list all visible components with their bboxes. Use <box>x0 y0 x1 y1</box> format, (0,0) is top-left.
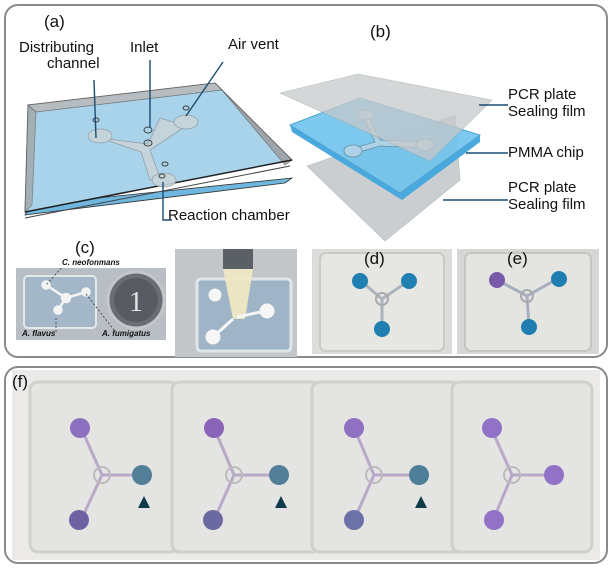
label-top-film-2: Sealing film <box>508 103 586 120</box>
photo-chip-all-positive: (d) <box>312 249 452 354</box>
coin-chip-scene: 1 <box>23 268 166 332</box>
bottom-panel-frame <box>4 366 608 564</box>
chip-row-photo <box>12 370 600 560</box>
chip-3d-diagram <box>24 60 294 221</box>
leader-air-vent <box>185 61 224 117</box>
arrowhead-3 <box>415 496 427 508</box>
chamber-e-bottom <box>521 319 537 335</box>
panel-a-letter: (a) <box>44 12 65 31</box>
chamber-d-right <box>401 273 417 289</box>
label-top-film-1: PCR plate <box>508 86 577 103</box>
label-distributing-channel-2: channel <box>47 55 100 72</box>
label-bottom-film-2: Sealing film <box>508 196 586 213</box>
panel-e-letter: (e) <box>507 249 528 268</box>
label-a-flavus: A. flavus <box>22 329 56 338</box>
leader-distributing-channel <box>93 79 97 139</box>
chip-d-scene <box>319 252 445 352</box>
label-bottom-film-1: PCR plate <box>508 179 577 196</box>
pipette-scene <box>195 249 293 353</box>
label-c-neoformans: C. neofonmans <box>62 258 120 267</box>
label-inlet: Inlet <box>130 39 159 56</box>
top-panel-frame <box>4 4 608 358</box>
leader-reaction-chamber <box>162 182 172 221</box>
panel-c-letter: (c) <box>75 238 95 257</box>
svg-text:1: 1 <box>129 287 143 318</box>
chamber-e-right <box>551 271 567 287</box>
chip-f-1 <box>28 380 180 554</box>
chip-right-wall <box>214 82 293 166</box>
label-reaction-chamber: Reaction chamber <box>168 207 290 224</box>
chamber-d-bottom <box>374 321 390 337</box>
top-sealing-film <box>280 73 493 162</box>
panel-d-letter: (d) <box>364 249 385 268</box>
panel-f-letter: (f) <box>12 372 29 391</box>
photo-chip-with-coin: 1 A. flavus A. fumigatus <box>16 268 166 340</box>
channel-network <box>87 114 199 188</box>
chip-f-4 <box>450 380 594 554</box>
chamber-d-left <box>352 273 368 289</box>
photo-chip-mixed: (e) <box>457 249 599 354</box>
label-pmma-chip: PMMA chip <box>508 144 584 161</box>
chip-f-2 <box>170 380 322 554</box>
photo-pipette-loading <box>175 249 297 357</box>
chip-e-scene <box>464 252 592 352</box>
chip-exploded-diagram <box>280 73 508 242</box>
label-air-vent: Air vent <box>228 36 279 53</box>
chip-f-3 <box>310 380 462 554</box>
arrowhead-1 <box>138 496 150 508</box>
label-a-fumigatus: A. fumigatus <box>102 329 151 338</box>
label-distributing-channel-1: Distributing <box>19 39 95 56</box>
chamber-e-left <box>489 272 505 288</box>
arrowhead-2 <box>275 496 287 508</box>
chip-left-wall <box>24 104 37 213</box>
panel-b-letter: (b) <box>370 22 391 41</box>
